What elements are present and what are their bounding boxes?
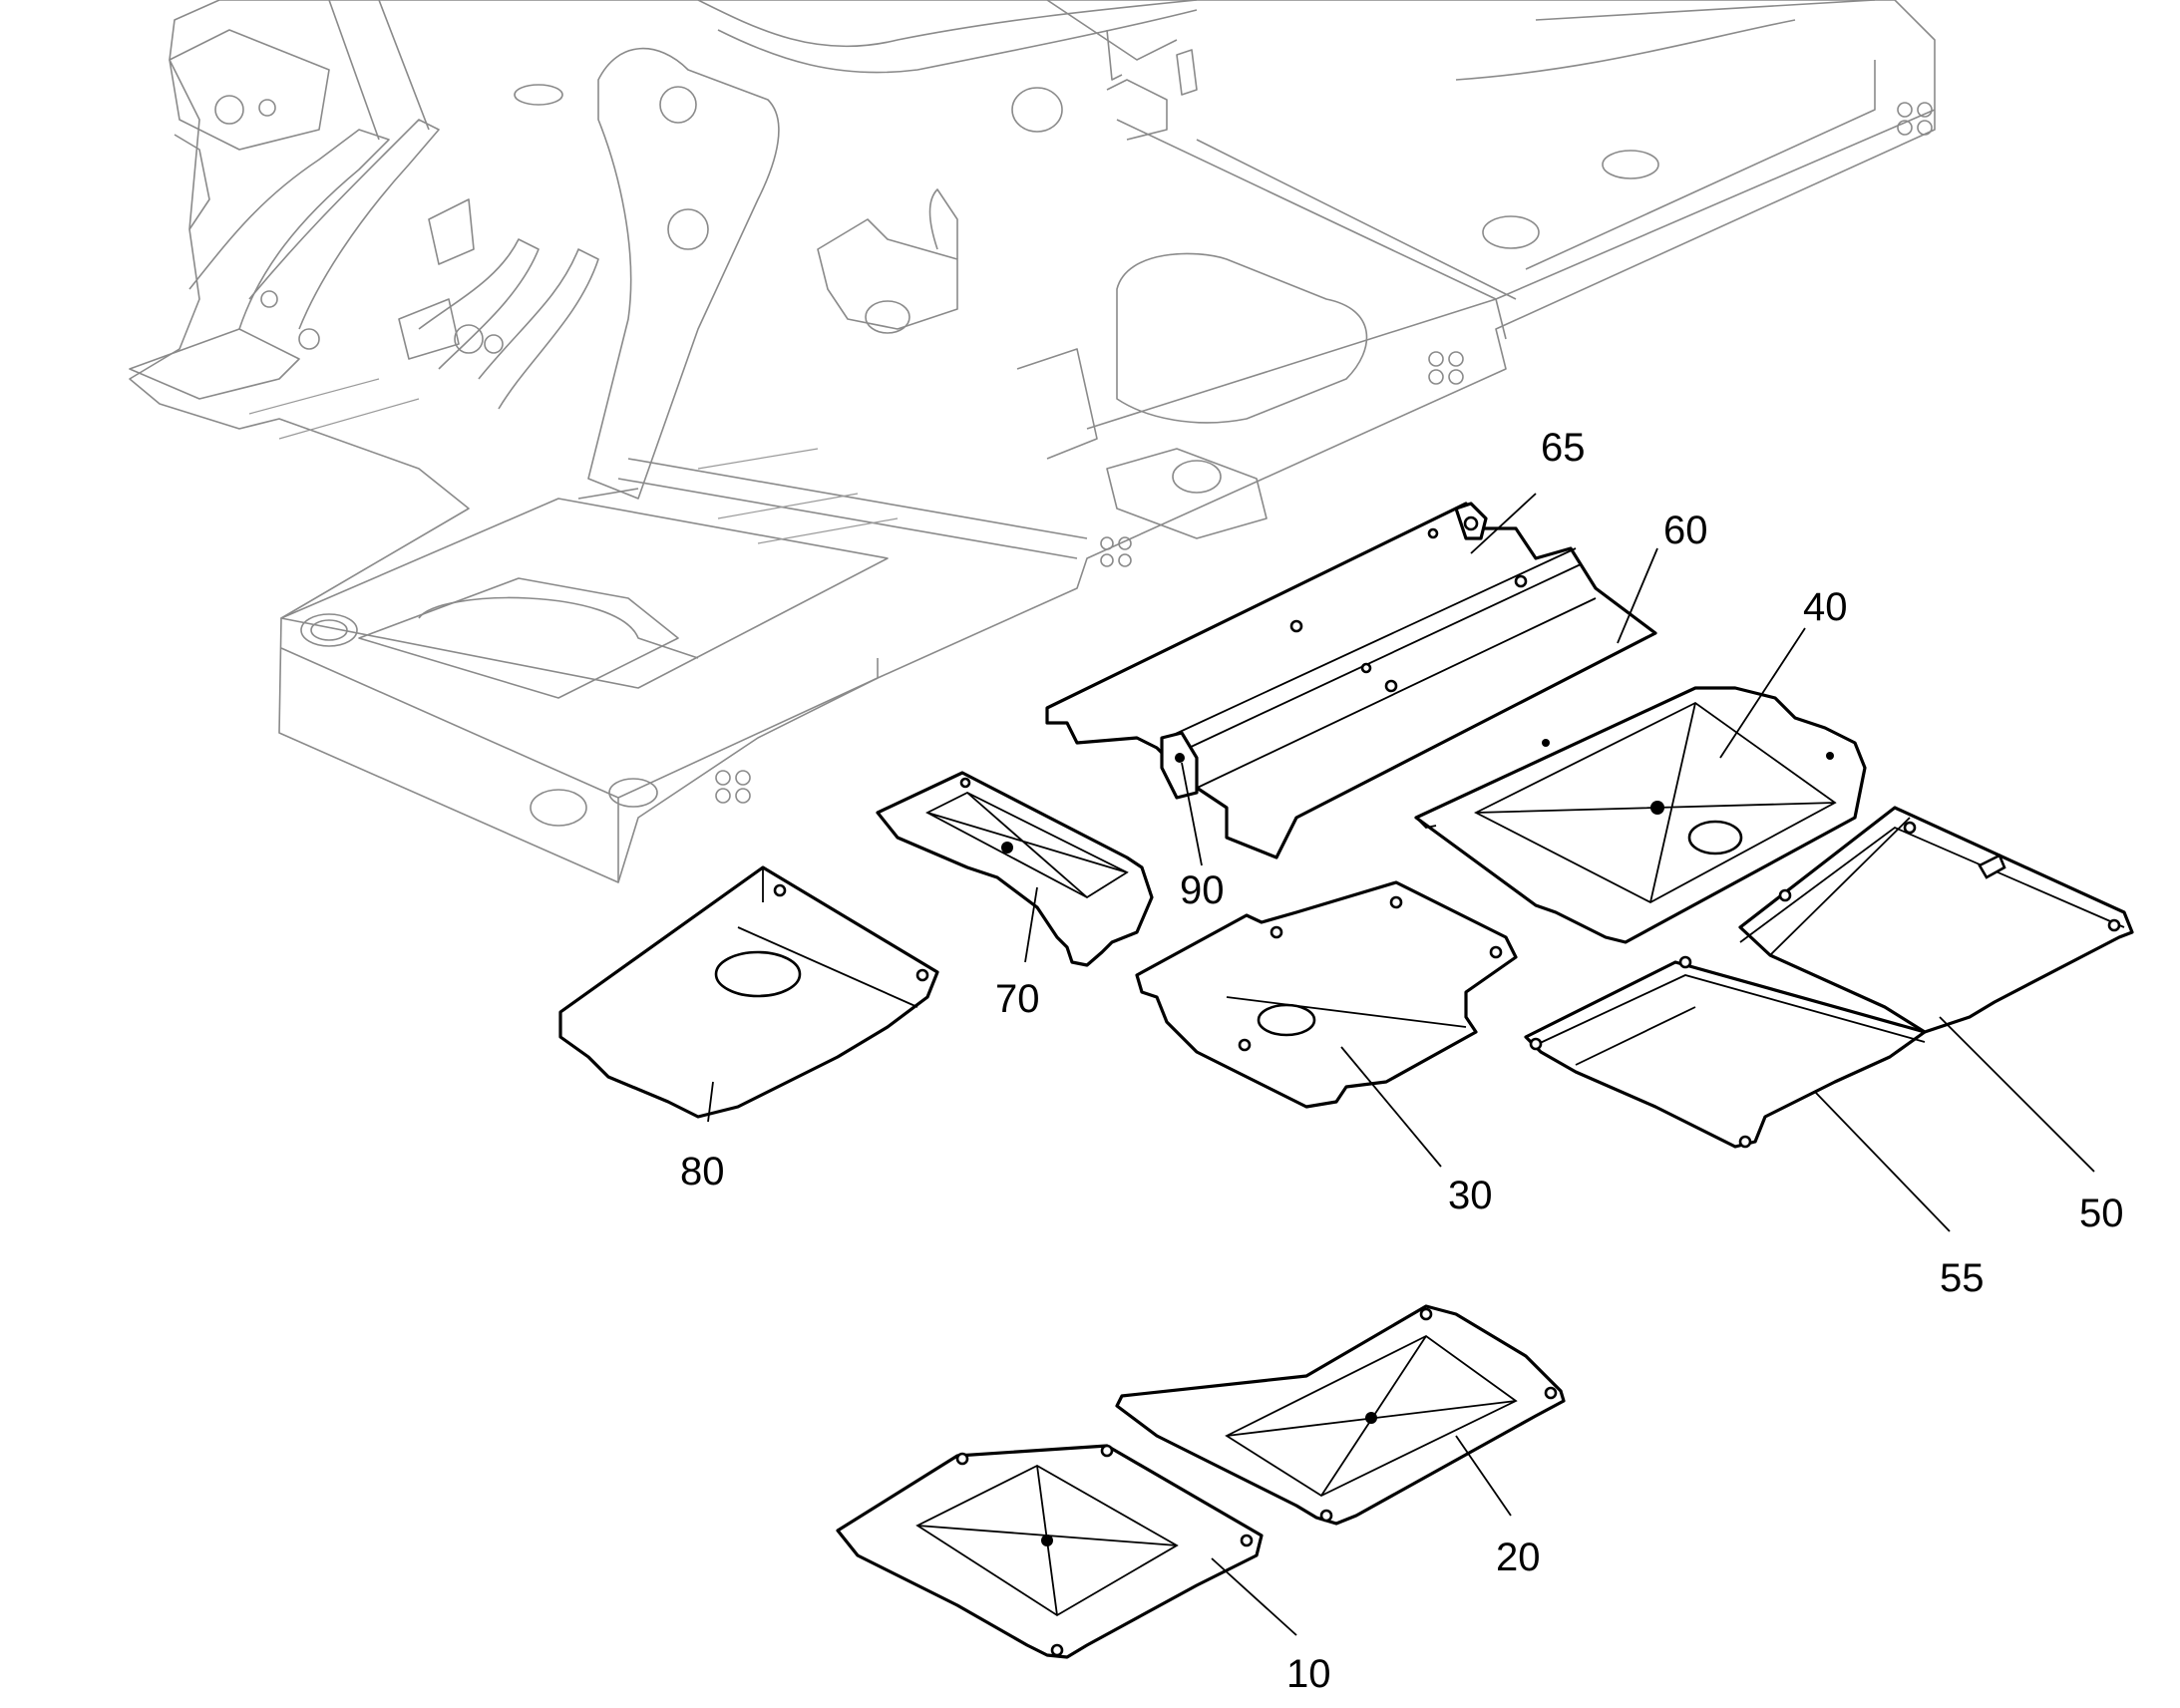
- callout-20: 20: [1496, 1536, 1541, 1579]
- leader-70: [1024, 886, 1038, 963]
- part-30-plate: [1135, 880, 1518, 1109]
- leader-20: [1455, 1435, 1512, 1517]
- upper-frame-structure: [129, 0, 1936, 883]
- callout-40: 40: [1803, 585, 1848, 629]
- callout-55: 55: [1940, 1256, 1985, 1300]
- leader-40: [1719, 627, 1806, 759]
- callout-70: 70: [995, 977, 1040, 1021]
- part-10-plate: [836, 1444, 1264, 1659]
- callout-10: 10: [1286, 1652, 1331, 1696]
- part-50-plate: [1738, 806, 2134, 1034]
- part-60-plate: [1045, 502, 1657, 859]
- callout-labels: 65 60 40 90 70 80 30 50 55 20 10: [680, 426, 2124, 1696]
- part-20-plate: [1115, 1304, 1566, 1526]
- leader-10: [1211, 1557, 1297, 1636]
- callout-80: 80: [680, 1150, 725, 1194]
- leader-65: [1470, 493, 1537, 554]
- leader-50: [1939, 1016, 2095, 1173]
- part-40-plate: [1414, 686, 1867, 944]
- leader-90: [1181, 762, 1203, 866]
- leader-30: [1340, 1046, 1442, 1168]
- part-55-plate: [1524, 955, 1927, 1149]
- leader-60: [1617, 547, 1658, 644]
- part-80-plate: [558, 865, 939, 1119]
- callout-30: 30: [1448, 1174, 1493, 1217]
- part-70-plate: [876, 771, 1154, 967]
- leader-lines: [707, 493, 2095, 1636]
- leader-55: [1814, 1091, 1951, 1232]
- callout-50: 50: [2079, 1192, 2124, 1235]
- callout-60: 60: [1663, 509, 1708, 552]
- callout-90: 90: [1180, 868, 1225, 912]
- callout-65: 65: [1541, 426, 1586, 470]
- leader-80: [707, 1081, 714, 1123]
